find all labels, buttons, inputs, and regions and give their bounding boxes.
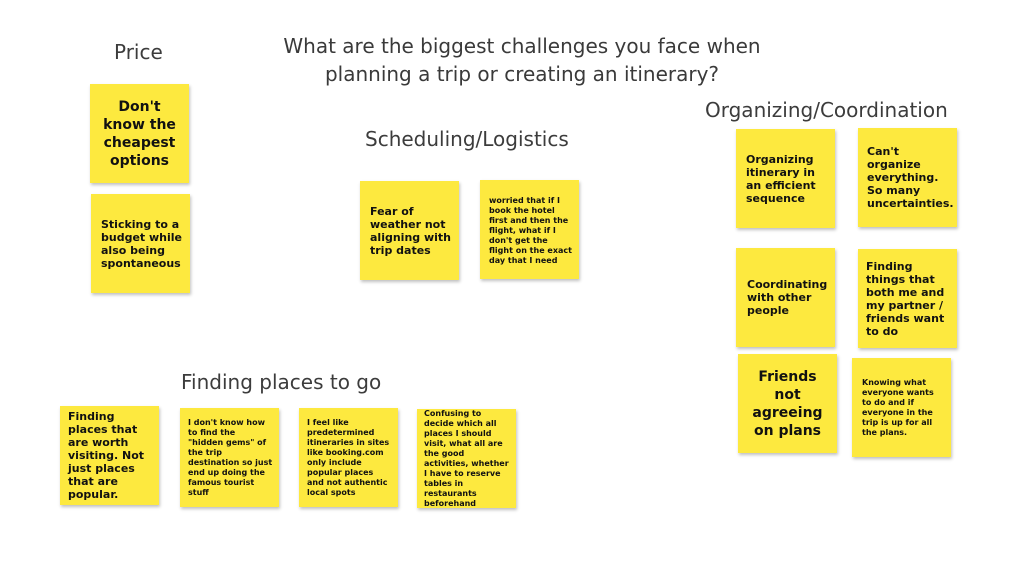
category-scheduling-heading: Scheduling/Logistics: [365, 127, 569, 151]
sticky-note-text: Friends not agreeing on plans: [752, 368, 823, 439]
sticky-note-text: Finding things that both me and my partn…: [866, 259, 945, 338]
sticky-note-organizing-5[interactable]: Friends not agreeing on plans: [738, 354, 837, 453]
sticky-note-price-2[interactable]: Sticking to a budget while also being sp…: [91, 194, 190, 293]
category-organizing-heading: Organizing/Coordination: [705, 98, 948, 122]
sticky-note-text: Fear of weather not aligning with trip d…: [370, 204, 451, 257]
sticky-note-finding-4[interactable]: Confusing to decide which all places I s…: [417, 409, 516, 508]
sticky-note-finding-1[interactable]: Finding places that are worth visiting. …: [60, 406, 159, 505]
sticky-note-finding-2[interactable]: I don't know how to find the "hidden gem…: [180, 408, 279, 507]
sticky-note-scheduling-2[interactable]: worried that if I book the hotel first a…: [480, 180, 579, 279]
sticky-note-text: Confusing to decide which all places I s…: [424, 409, 509, 508]
sticky-note-price-1[interactable]: Don't know the cheapest options: [90, 84, 189, 183]
sticky-note-text: worried that if I book the hotel first a…: [489, 196, 572, 265]
sticky-note-scheduling-1[interactable]: Fear of weather not aligning with trip d…: [360, 181, 459, 280]
sticky-note-text: Coordinating with other people: [747, 278, 828, 317]
sticky-note-organizing-2[interactable]: Can't organize everything. So many uncer…: [858, 128, 957, 227]
sticky-note-text: Can't organize everything. So many uncer…: [867, 145, 954, 210]
sticky-note-organizing-6[interactable]: Knowing what everyone wants to do and if…: [852, 358, 951, 457]
sticky-note-text: I feel like predetermined itineraries in…: [307, 417, 390, 497]
board-question-line-1: What are the biggest challenges you face…: [283, 34, 761, 58]
board-question: What are the biggest challenges you face…: [0, 32, 1024, 88]
sticky-note-organizing-1[interactable]: Organizing itinerary in an efficient seq…: [736, 129, 835, 228]
sticky-note-text: Sticking to a budget while also being sp…: [101, 217, 182, 270]
sticky-note-organizing-4[interactable]: Finding things that both me and my partn…: [858, 249, 957, 348]
sticky-note-text: Don't know the cheapest options: [103, 98, 176, 169]
category-finding-heading: Finding places to go: [181, 370, 382, 394]
category-price-heading: Price: [114, 40, 163, 64]
sticky-note-text: Organizing itinerary in an efficient seq…: [746, 152, 816, 205]
sticky-note-organizing-3[interactable]: Coordinating with other people: [736, 248, 835, 347]
sticky-note-text: Finding places that are worth visiting. …: [68, 410, 145, 501]
sticky-note-text: Knowing what everyone wants to do and if…: [862, 377, 934, 437]
board-question-line-2: planning a trip or creating an itinerary…: [324, 62, 720, 86]
sticky-note-text: I don't know how to find the "hidden gem…: [188, 417, 273, 497]
sticky-note-finding-3[interactable]: I feel like predetermined itineraries in…: [299, 408, 398, 507]
